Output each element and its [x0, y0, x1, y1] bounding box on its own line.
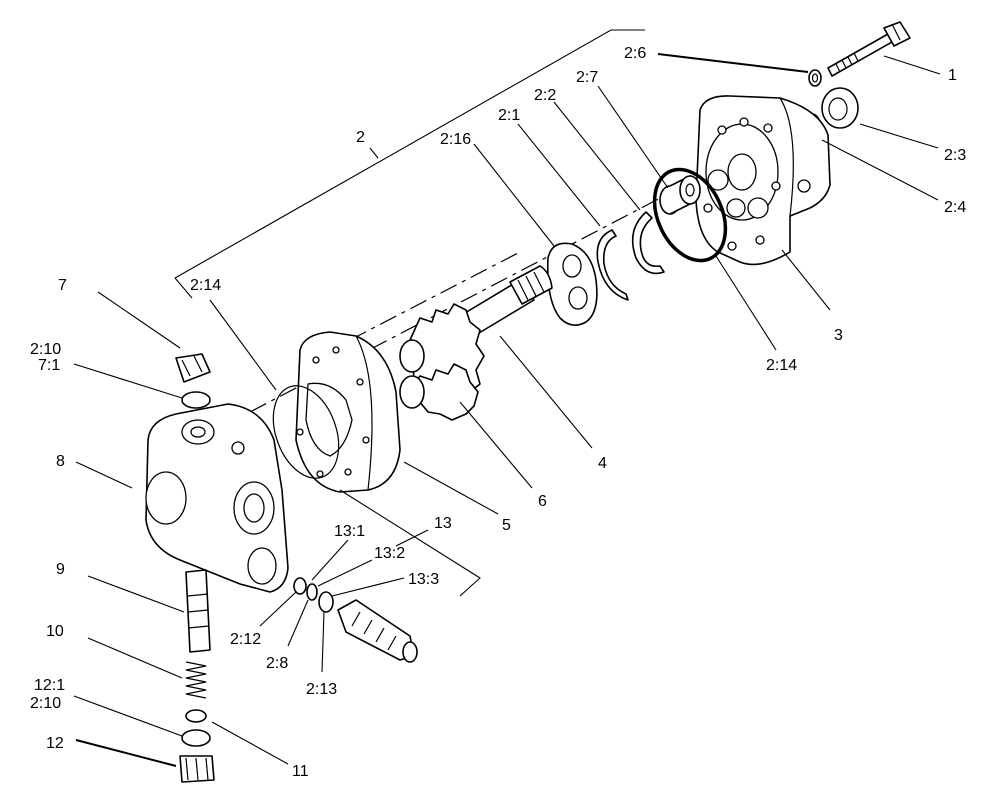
- leader-13-1: [311, 539, 349, 581]
- leader-2-1: [517, 123, 601, 227]
- label-11: 11: [292, 763, 309, 780]
- label-2-10-bottom: 2:10: [30, 695, 61, 712]
- leader-5: [403, 461, 499, 515]
- wear-plate-part-2-16: [546, 242, 598, 326]
- leader-7-1: [73, 363, 183, 399]
- center-axis-line-2: [349, 251, 521, 341]
- label-2-3: 2:3: [944, 147, 966, 164]
- label-2-16: 2:16: [440, 131, 471, 148]
- leader-2-16: [473, 143, 555, 247]
- label-2-4: 2:4: [944, 199, 966, 216]
- leader-2-14b: [715, 255, 777, 351]
- gear-housing-part: [295, 331, 401, 493]
- leader-11: [211, 721, 289, 765]
- label-4: 4: [598, 455, 607, 472]
- label-2-1: 2:1: [498, 107, 520, 124]
- seal-part-2-3: [821, 87, 859, 129]
- o-ring-part-2-12: [293, 577, 307, 595]
- label-10: 10: [46, 623, 64, 640]
- label-13-3: 13:3: [408, 571, 439, 588]
- shim-part-11: [185, 709, 207, 723]
- label-2-14-left: 2:14: [190, 277, 221, 294]
- o-ring-part-2-13: [318, 591, 334, 613]
- plug-part-7: [175, 353, 211, 383]
- leader-1: [883, 55, 941, 75]
- label-2: 2: [356, 129, 365, 146]
- leader-6: [459, 401, 533, 489]
- bushing-part-2-7: [659, 175, 701, 215]
- leader-2-12: [259, 591, 297, 627]
- cap-part-12: [179, 755, 215, 783]
- leader-2-7: [597, 85, 669, 189]
- leader-12-1: [73, 695, 183, 737]
- bolt-part: [827, 21, 911, 77]
- leader-13-3: [331, 577, 405, 597]
- leader-2-4: [821, 139, 939, 201]
- leader-2-14a: [209, 299, 277, 391]
- label-5: 5: [502, 517, 511, 534]
- spring-part-10: [185, 661, 207, 699]
- label-3: 3: [834, 327, 843, 344]
- wire-seal-part-2-1: [596, 229, 629, 301]
- label-2-13: 2:13: [306, 681, 337, 698]
- gear-set-part: [399, 303, 485, 421]
- spool-part-9: [185, 569, 211, 653]
- label-2-2: 2:2: [534, 87, 556, 104]
- label-9: 9: [56, 561, 65, 578]
- leader-13-2: [317, 559, 373, 587]
- o-ring-part-2-14-rear: [272, 385, 340, 479]
- label-12-1: 12:1: [34, 677, 65, 694]
- rear-body-part: [145, 403, 289, 593]
- front-cover-part: [695, 95, 831, 266]
- leader-9: [87, 575, 185, 613]
- o-ring-part-7-1: [181, 391, 211, 409]
- leader-2: [369, 147, 379, 159]
- label-6: 6: [538, 493, 547, 510]
- leader-7: [97, 291, 181, 349]
- label-2-6: 2:6: [624, 45, 646, 62]
- label-2-14-right: 2:14: [766, 357, 797, 374]
- leader-2-6: [657, 53, 809, 73]
- ring-part-2-8: [306, 583, 318, 601]
- leader-13: [395, 529, 429, 547]
- leader-8: [75, 461, 133, 489]
- label-2-12: 2:12: [230, 631, 261, 648]
- leader-12: [75, 739, 177, 767]
- label-7: 7: [58, 277, 67, 294]
- bracket-assembly-2-tick: [174, 277, 193, 299]
- leader-10: [87, 637, 183, 679]
- label-1: 1: [948, 67, 957, 84]
- label-2-8: 2:8: [266, 655, 288, 672]
- label-8: 8: [56, 453, 65, 470]
- o-ring-part-12-1: [181, 729, 211, 747]
- relief-valve-part-13: [337, 599, 418, 663]
- leader-3: [781, 249, 831, 311]
- leader-2-13: [321, 611, 325, 673]
- label-2-10-top: 2:10: [30, 341, 61, 358]
- bracket-assembly-13: [339, 489, 481, 597]
- label-7-1: 7:1: [38, 357, 60, 374]
- o-ring-part-2-14-front: [652, 167, 728, 263]
- washer-part-2-6: [808, 69, 822, 87]
- label-13: 13: [434, 515, 452, 532]
- label-13-2: 13:2: [374, 545, 405, 562]
- label-12: 12: [46, 735, 64, 752]
- leader-2-8: [287, 599, 309, 647]
- label-2-7: 2:7: [576, 69, 598, 86]
- retaining-ring-part-2-2: [631, 211, 665, 275]
- leader-2-2: [553, 101, 641, 211]
- leader-4: [499, 335, 593, 449]
- label-13-1: 13:1: [334, 523, 365, 540]
- bracket-assembly-2: [174, 29, 645, 279]
- leader-2-3: [859, 123, 939, 149]
